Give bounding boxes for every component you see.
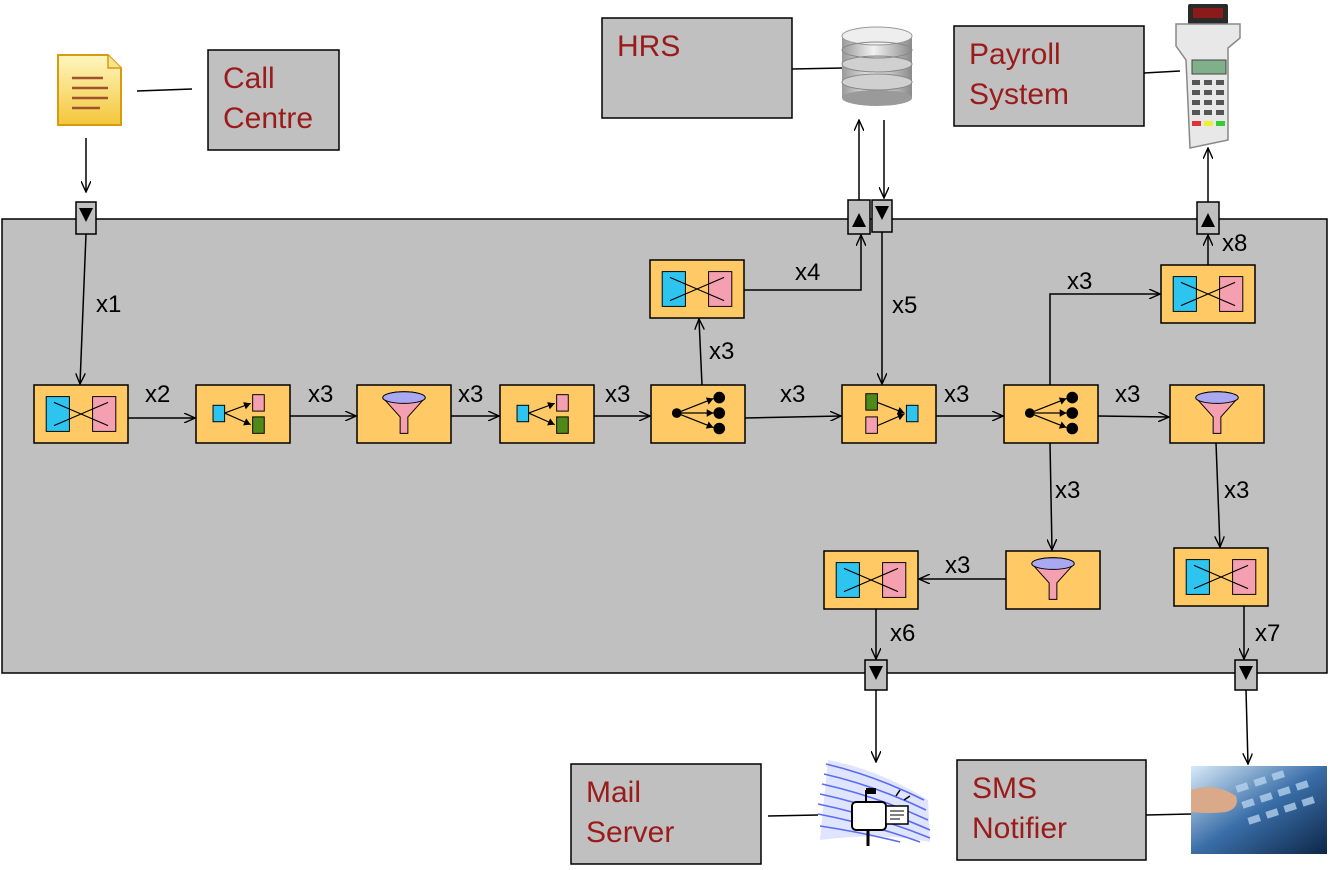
label-x3: x3 — [458, 381, 483, 408]
label-x8: x8 — [1222, 230, 1247, 257]
router-node-1 — [651, 385, 745, 443]
port-hrs-in — [872, 200, 892, 232]
sms-label-2: Notifier — [972, 812, 1067, 845]
call-centre-label-2: Centre — [223, 102, 313, 135]
label-x4: x4 — [795, 259, 820, 286]
mail-label: Mail — [586, 776, 641, 809]
payroll-label-2: System — [969, 78, 1069, 111]
mailbox-icon — [818, 760, 930, 846]
translator-node-mail — [824, 551, 918, 609]
router-node-2 — [1004, 385, 1098, 443]
splitter-node-1 — [196, 385, 290, 443]
call-centre-system: Call Centre — [58, 50, 339, 150]
aggregator-node — [842, 385, 936, 443]
filter-node-sms — [1170, 385, 1264, 443]
label-x3: x3 — [709, 338, 734, 365]
translator-node-sms — [1174, 548, 1268, 606]
hrs-label: HRS — [617, 30, 680, 63]
sms-label: SMS — [972, 772, 1037, 805]
database-icon — [842, 27, 912, 106]
label-x6: x6 — [890, 620, 915, 647]
translator-node-hrs — [650, 260, 744, 318]
label-x3: x3 — [780, 381, 805, 408]
keypad-photo-icon — [1191, 766, 1327, 854]
call-centre-label: Call — [223, 62, 275, 95]
filter-node-1 — [357, 385, 451, 443]
label-x3: x3 — [1224, 477, 1249, 504]
label-x3: x3 — [944, 381, 969, 408]
label-x5: x5 — [892, 292, 917, 319]
port-mail-out — [865, 660, 887, 690]
label-x1: x1 — [96, 291, 121, 318]
label-x3: x3 — [1055, 477, 1080, 504]
payroll-system: Payroll System — [954, 4, 1240, 148]
label-x3: x3 — [605, 381, 630, 408]
label-x3: x3 — [308, 381, 333, 408]
hrs-system: HRS — [602, 18, 912, 118]
label-x3: x3 — [1067, 268, 1092, 295]
translator-node-1 — [34, 385, 128, 443]
port-sms-out — [1235, 660, 1257, 690]
port-hrs-out — [848, 200, 870, 234]
payment-terminal-icon — [1176, 4, 1240, 148]
label-x3: x3 — [945, 552, 970, 579]
translator-node-payroll — [1161, 265, 1255, 323]
port-payroll-out — [1197, 202, 1219, 234]
label-x2: x2 — [145, 381, 170, 408]
splitter-node-2 — [500, 385, 594, 443]
sms-notifier-system: SMS Notifier — [957, 760, 1327, 860]
mail-label-2: Server — [586, 816, 674, 849]
mail-server-system: Mail Server — [571, 760, 930, 864]
payroll-label: Payroll — [969, 38, 1061, 71]
label-x3: x3 — [1115, 381, 1140, 408]
edge-sms-out — [1246, 690, 1248, 764]
filter-node-mail — [1006, 551, 1100, 609]
document-icon — [58, 55, 121, 125]
edge-x3-f — [1098, 416, 1169, 417]
label-x7: x7 — [1255, 620, 1280, 647]
port-call-centre-in — [76, 202, 96, 234]
